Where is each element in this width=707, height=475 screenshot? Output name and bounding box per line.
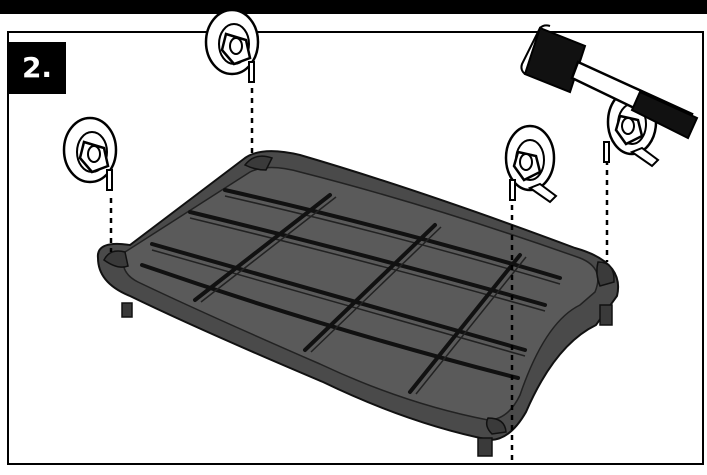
top-band (0, 0, 707, 14)
caster-wheel-icon (206, 10, 258, 82)
step-number-badge: 2. (8, 42, 66, 94)
caster-wheel-icon (506, 126, 556, 202)
caster-wheel-icon (64, 118, 116, 190)
tray-base-icon (98, 151, 618, 456)
